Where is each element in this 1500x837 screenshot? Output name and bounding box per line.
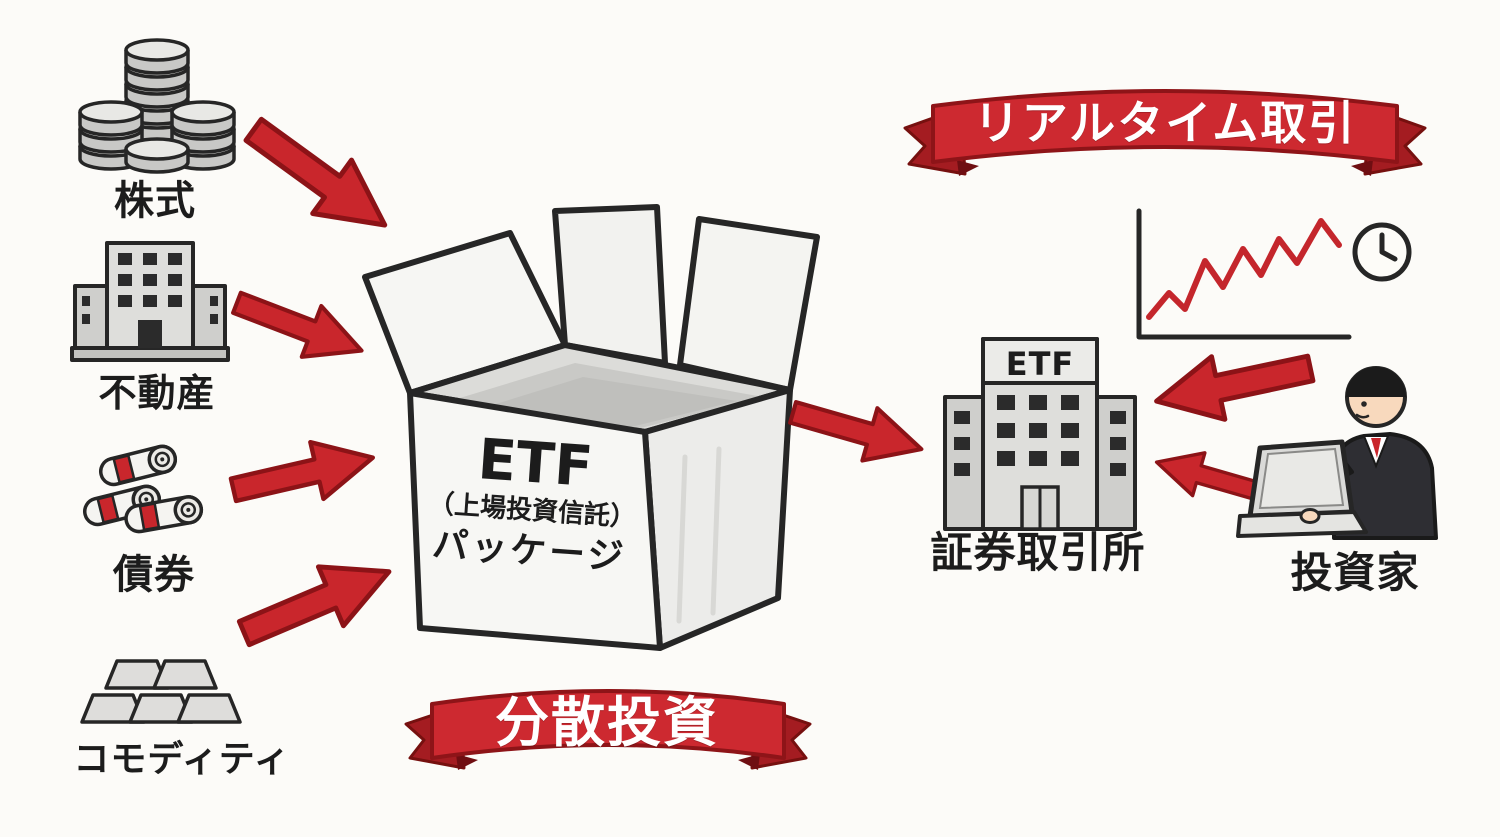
investor-illustration [1236, 366, 1438, 540]
exchange-sign-band [981, 337, 1099, 385]
gold-bars-icon [80, 659, 242, 724]
diversification-banner-text: 分散投資 [495, 691, 719, 754]
exchange-label: 証券取引所 [930, 528, 1146, 577]
asset-label-real-estate: 不動産 [98, 371, 216, 415]
box-front-face [407, 390, 663, 651]
investor-hand [1299, 508, 1321, 524]
realtime-ribbon [903, 89, 1427, 176]
building-icon [70, 241, 230, 362]
asset-label-stocks: 株式 [114, 178, 196, 224]
box-flap-back-right [677, 216, 820, 393]
asset-label-commodities: コモディティ [73, 739, 291, 780]
stock-chart-icon [1136, 208, 1352, 340]
investor-body [1332, 432, 1438, 540]
diversification-ribbon [404, 689, 812, 770]
chart-price-line [1146, 218, 1342, 320]
realtime-banner-text: リアルタイム取引 [973, 96, 1357, 150]
arrow-bonds-to-box [223, 422, 385, 525]
asset-label-bonds: 債券 [113, 552, 195, 598]
stock-exchange-building [943, 337, 1137, 531]
investor-head [1345, 366, 1407, 428]
etf-package-box [362, 204, 820, 651]
clock-icon [1352, 222, 1412, 282]
arrow-real-estate-to-box [223, 271, 377, 383]
investor-hair [1346, 367, 1406, 397]
exchange-sign-text: ETF [1005, 345, 1075, 383]
bond-rolls-icon [80, 441, 206, 536]
investor-tie [1371, 438, 1381, 458]
box-flap-back-left [552, 204, 668, 366]
coin-stack-icon [78, 38, 236, 174]
investor-label: 投資家 [1290, 548, 1420, 597]
etf-box-text: ETF （上場投資信託） パッケージ [390, 426, 674, 585]
laptop-icon [1236, 439, 1368, 538]
